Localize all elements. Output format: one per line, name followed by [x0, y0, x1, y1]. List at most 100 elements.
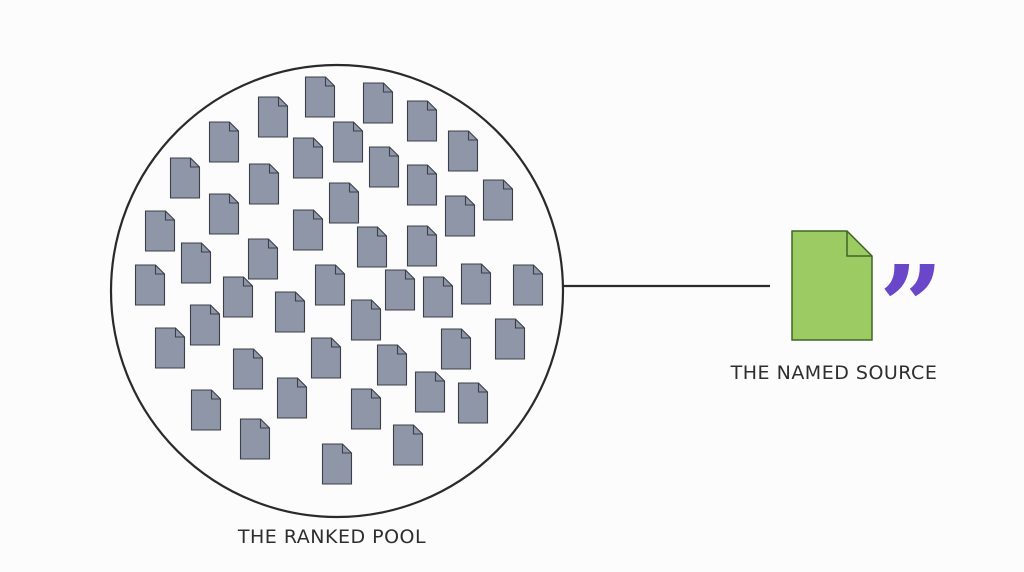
pool-document-fold	[209, 305, 220, 315]
pool-document-body	[376, 344, 408, 386]
pool-document-fold	[467, 131, 478, 141]
pool-document-fold	[312, 138, 323, 148]
pool-document-icon	[134, 264, 166, 306]
pool-document-body	[447, 130, 479, 172]
pool-document-body	[247, 238, 279, 280]
pool-document-body	[232, 348, 264, 390]
pool-document-body	[134, 264, 166, 306]
pool-document-icon	[460, 263, 492, 305]
pool-document-fold	[252, 349, 263, 359]
pool-document-body	[422, 276, 454, 318]
pool-document-icon	[332, 121, 364, 163]
pool-document-icon	[362, 82, 394, 124]
pool-document-fold	[426, 165, 437, 175]
pool-document-icon	[444, 195, 476, 237]
pool-document-fold	[277, 97, 288, 107]
named-source-document-body	[791, 230, 873, 341]
pool-document-icon	[304, 76, 336, 118]
ranked-pool-circle	[109, 63, 565, 519]
pool-document-body	[444, 195, 476, 237]
pool-document-body	[512, 264, 544, 306]
pool-document-body	[189, 304, 221, 346]
pool-document-body	[332, 121, 364, 163]
pool-document-icon	[457, 382, 489, 424]
pool-document-icon	[222, 276, 254, 318]
pool-document-fold	[532, 265, 543, 275]
pool-document-icon	[512, 264, 544, 306]
pool-document-icon	[440, 328, 472, 370]
pool-document-fold	[189, 158, 200, 168]
pool-document-body	[362, 82, 394, 124]
pool-document-icon	[292, 137, 324, 179]
ranked-pool-label: THE RANKED POOL	[237, 526, 427, 548]
pool-document-icon	[274, 291, 306, 333]
pool-document-icon	[144, 210, 176, 252]
pool-document-body	[144, 210, 176, 252]
pool-document-body	[406, 164, 438, 206]
pool-document-fold	[396, 345, 407, 355]
pool-document-fold	[480, 264, 491, 274]
pool-document-body	[328, 182, 360, 224]
pool-document-body	[356, 226, 388, 268]
pool-document-body	[304, 76, 336, 118]
pool-document-body	[350, 299, 382, 341]
pool-document-icon	[292, 209, 324, 251]
pool-document-body	[314, 264, 346, 306]
pool-document-body	[292, 209, 324, 251]
pool-document-icon	[239, 418, 271, 460]
pool-document-icon	[208, 121, 240, 163]
pool-document-fold	[442, 277, 453, 287]
pool-document-icon	[247, 238, 279, 280]
pool-document-fold	[370, 300, 381, 310]
pool-document-icon	[190, 389, 222, 431]
pool-document-fold	[502, 180, 513, 190]
pool-document-fold	[200, 243, 211, 253]
pool-document-fold	[334, 265, 345, 275]
pool-document-icon	[414, 371, 446, 413]
pool-document-fold	[294, 292, 305, 302]
pool-document-icon	[169, 157, 201, 199]
pool-document-icon	[376, 344, 408, 386]
pool-document-body	[292, 137, 324, 179]
pool-document-fold	[324, 77, 335, 87]
pool-document-body	[169, 157, 201, 199]
pool-document-icon	[350, 299, 382, 341]
pool-document-body	[180, 242, 212, 284]
pool-document-icon	[482, 179, 514, 221]
pool-document-body	[239, 418, 271, 460]
pool-document-body	[310, 337, 342, 379]
pool-document-icon	[406, 100, 438, 142]
pool-document-icon	[350, 388, 382, 430]
pool-document-fold	[330, 338, 341, 348]
pool-document-icon	[310, 337, 342, 379]
pool-document-fold	[370, 389, 381, 399]
pool-document-icon	[368, 146, 400, 188]
pool-document-icon	[276, 377, 308, 419]
pool-document-icon	[321, 443, 353, 485]
pool-document-icon	[232, 348, 264, 390]
pool-document-body	[321, 443, 353, 485]
pool-document-fold	[460, 329, 471, 339]
pool-document-fold	[242, 277, 253, 287]
pool-document-fold	[228, 194, 239, 204]
pool-document-icon	[392, 424, 424, 466]
pool-document-body	[406, 225, 438, 267]
pool-document-fold	[174, 328, 185, 338]
pool-document-icon	[384, 269, 416, 311]
pool-document-body	[208, 121, 240, 163]
pool-document-icon	[356, 226, 388, 268]
named-source-document-fold	[846, 231, 872, 257]
pool-document-fold	[296, 378, 307, 388]
pool-document-body	[414, 371, 446, 413]
pool-document-fold	[404, 270, 415, 280]
pool-document-body	[440, 328, 472, 370]
pool-document-body	[460, 263, 492, 305]
pool-document-body	[392, 424, 424, 466]
pool-document-fold	[382, 83, 393, 93]
named-source-label: THE NAMED SOURCE	[730, 362, 938, 384]
pool-document-icon	[180, 242, 212, 284]
pool-document-fold	[464, 196, 475, 206]
pool-document-body	[368, 146, 400, 188]
named-source-document-icon	[791, 230, 873, 341]
